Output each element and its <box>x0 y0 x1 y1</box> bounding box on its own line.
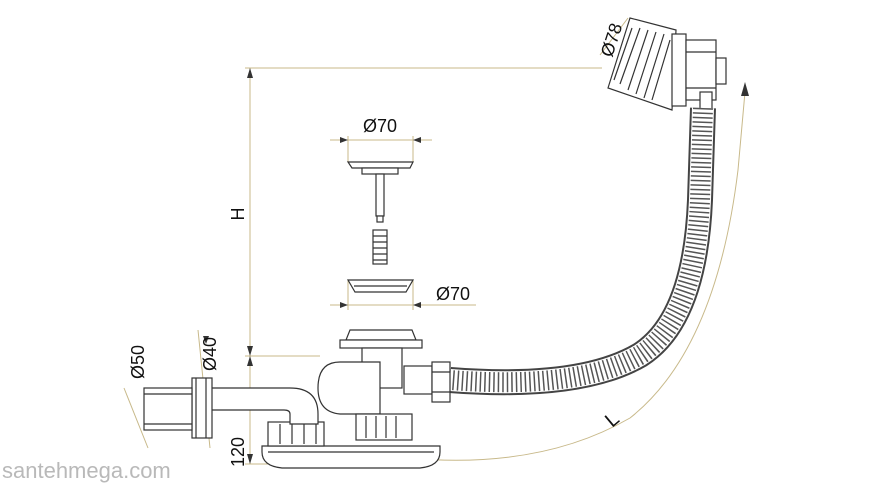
l-arrow-top <box>741 82 749 96</box>
hose-ribs <box>449 107 713 393</box>
overflow-head <box>607 17 727 111</box>
overflow-outlet <box>699 91 713 111</box>
trap-body <box>317 361 381 415</box>
trap-lower <box>355 413 413 441</box>
plug-cap <box>346 161 414 169</box>
label-d40: Ø40 <box>200 337 220 371</box>
h-arrow-bottom <box>247 346 253 356</box>
trap-bowl <box>261 445 441 469</box>
side-connector <box>403 365 433 395</box>
d70-top-arrow-left <box>340 137 348 143</box>
overflow-cap <box>607 17 677 111</box>
watermark: santehmega.com <box>2 458 171 483</box>
d40-arrow <box>203 336 209 344</box>
l-dimension-line <box>407 91 746 461</box>
label-d70-mid: Ø70 <box>436 284 470 304</box>
plug-spring <box>372 229 388 265</box>
d70-mid-arrow-right <box>413 302 421 308</box>
label-l: L <box>601 408 624 432</box>
label-120: 120 <box>228 437 248 467</box>
plug-stem <box>375 173 385 217</box>
overflow-body <box>685 39 717 101</box>
corrugated-hose <box>449 107 716 396</box>
dimension-arrows <box>203 68 749 464</box>
d50-dimension-line <box>123 387 149 449</box>
label-h: H <box>228 208 248 221</box>
overflow-cap-ribs <box>613 27 671 101</box>
h120-arrow-bottom <box>247 454 253 464</box>
outlet-sleeve <box>143 387 193 431</box>
drain-plug <box>346 161 414 265</box>
trap-left-nut <box>267 421 325 447</box>
d70-top-arrow-right <box>413 137 421 143</box>
drain-flange <box>339 339 423 349</box>
drain-grate <box>346 279 415 293</box>
d78-dimension-line <box>599 17 629 56</box>
label-d50: Ø50 <box>128 345 148 379</box>
outlet-pipe <box>143 377 319 439</box>
h120-arrow-top <box>247 356 253 366</box>
label-d70-top: Ø70 <box>363 116 397 136</box>
drain-flange-top <box>345 329 417 341</box>
d70-mid-arrow-left <box>340 302 348 308</box>
overflow-nut <box>715 57 727 85</box>
hose-nut <box>431 361 451 403</box>
h-arrow-top <box>247 68 253 78</box>
drain-body <box>261 329 451 469</box>
outlet-elbow <box>209 387 319 425</box>
outlet-nut <box>191 377 213 439</box>
overflow-flange <box>671 33 687 107</box>
